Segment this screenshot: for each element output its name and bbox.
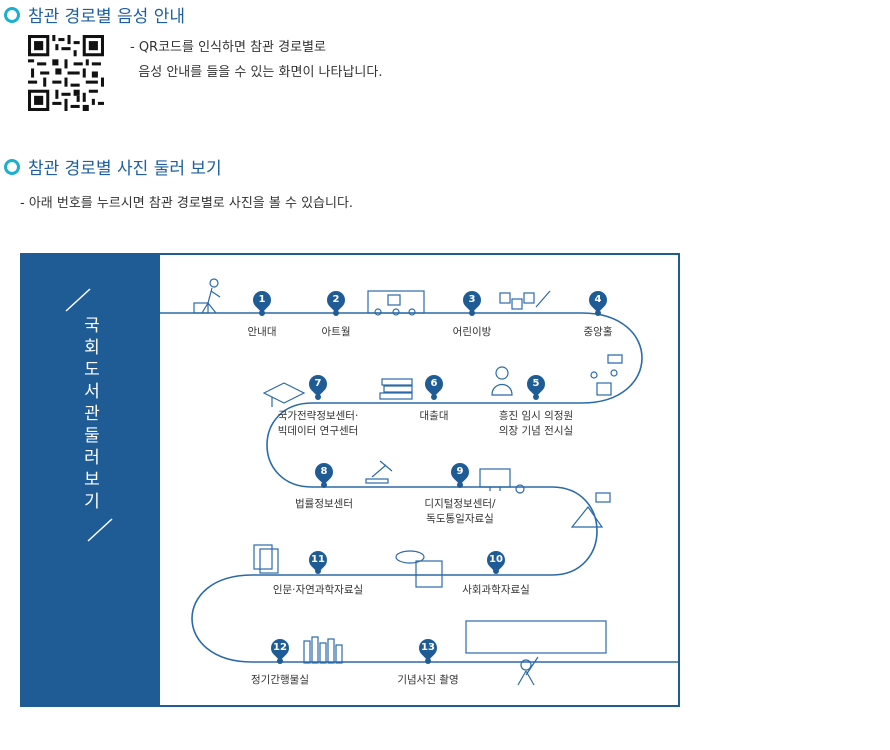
route-stop-dot	[315, 394, 321, 400]
route-stop-number: 5	[527, 375, 545, 393]
route-path	[22, 255, 680, 707]
route-stop-2-label[interactable]: 아트월	[322, 325, 351, 340]
route-stop-number: 1	[253, 291, 271, 309]
section-photo-tour-title: 참관 경로별 사진 둘러 보기	[4, 154, 222, 179]
route-stop-5-label[interactable]: 흥진 임시 의정원 의장 기념 전시실	[499, 409, 573, 439]
route-stop-1-label[interactable]: 안내대	[248, 325, 277, 340]
route-stop-11-label[interactable]: 인문·자연과학자료실	[273, 583, 363, 598]
route-stop-dot	[457, 482, 463, 488]
route-stop-dot	[259, 310, 265, 316]
route-stop-dot	[277, 658, 283, 664]
route-map: 국회도서관 둘러보기	[20, 253, 680, 707]
section-title-text: 참관 경로별 사진 둘러 보기	[28, 154, 222, 179]
gavel-illustration-icon	[366, 461, 392, 483]
art-wall-illustration-icon	[368, 291, 424, 315]
route-stop-8-button[interactable]: 8	[311, 459, 336, 484]
route-stop-number: 4	[589, 291, 607, 309]
route-stop-number: 3	[463, 291, 481, 309]
route-stop-number: 13	[419, 639, 437, 657]
route-stop-8-label[interactable]: 법률정보센터	[295, 497, 353, 512]
route-stop-9-label[interactable]: 디지털정보센터/ 독도통일자료실	[424, 497, 495, 527]
route-stop-dot	[595, 310, 601, 316]
route-stop-5-button[interactable]: 5	[523, 371, 548, 396]
route-stop-7-button[interactable]: 7	[305, 371, 330, 396]
meeting-illustration-icon	[591, 355, 622, 395]
route-stop-1-button[interactable]: 1	[249, 287, 274, 312]
circle-bullet-icon	[4, 7, 20, 23]
route-stop-number: 7	[309, 375, 327, 393]
route-stop-4-button[interactable]: 4	[585, 287, 610, 312]
computer-illustration-icon	[480, 469, 524, 493]
route-stop-number: 11	[309, 551, 327, 569]
route-stop-10-label[interactable]: 사회과학자료실	[462, 583, 530, 598]
qr-code-icon	[28, 35, 104, 111]
route-stop-6-label[interactable]: 대출대	[420, 409, 449, 424]
photo-wall-illustration-icon	[466, 621, 606, 685]
route-stop-3-button[interactable]: 3	[459, 287, 484, 312]
photo-tour-description: - 아래 번호를 누르시면 참관 경로별로 사진을 볼 수 있습니다.	[20, 191, 353, 216]
route-stop-3-label[interactable]: 어린이방	[453, 325, 492, 340]
documents-illustration-icon	[254, 545, 278, 573]
route-stop-13-button[interactable]: 13	[415, 635, 440, 660]
route-stop-dot	[315, 568, 321, 574]
section-audio-guide-title: 참관 경로별 음성 안내	[4, 2, 185, 27]
route-stop-2-button[interactable]: 2	[323, 287, 348, 312]
blocks-illustration-icon	[500, 291, 550, 309]
section-title-text: 참관 경로별 음성 안내	[28, 2, 185, 27]
route-stop-12-button[interactable]: 12	[267, 635, 292, 660]
route-stop-dot	[431, 394, 437, 400]
traveler-illustration-icon	[194, 279, 220, 313]
route-stop-13-label[interactable]: 기념사진 촬영	[397, 673, 458, 688]
route-stop-4-label[interactable]: 중앙홀	[584, 325, 613, 340]
island-illustration-icon	[572, 493, 610, 527]
route-stop-number: 10	[487, 551, 505, 569]
route-stop-dot	[333, 310, 339, 316]
route-stop-6-button[interactable]: 6	[421, 371, 446, 396]
route-stop-number: 12	[271, 639, 289, 657]
route-stop-dot	[469, 310, 475, 316]
route-stop-dot	[533, 394, 539, 400]
graduation-cap-illustration-icon	[264, 383, 304, 407]
route-stop-dot	[493, 568, 499, 574]
bust-illustration-icon	[492, 367, 512, 395]
route-stop-12-label[interactable]: 정기간행물실	[251, 673, 309, 688]
route-stop-number: 2	[327, 291, 345, 309]
circle-bullet-icon	[4, 159, 20, 175]
route-stop-dot	[425, 658, 431, 664]
route-stop-number: 6	[425, 375, 443, 393]
route-stop-7-label[interactable]: 국가전략정보센터· 빅데이터 연구센터	[278, 409, 359, 439]
route-stop-number: 8	[315, 463, 333, 481]
audio-guide-description: - QR코드를 인식하면 참관 경로별로 음성 안내를 들을 수 있는 화면이 …	[130, 35, 382, 85]
route-stop-dot	[321, 482, 327, 488]
route-stop-9-button[interactable]: 9	[447, 459, 472, 484]
route-stop-number: 9	[451, 463, 469, 481]
bookshelf-illustration-icon	[304, 637, 342, 663]
books-stack-illustration-icon	[380, 379, 412, 399]
book-globe-illustration-icon	[396, 551, 442, 587]
